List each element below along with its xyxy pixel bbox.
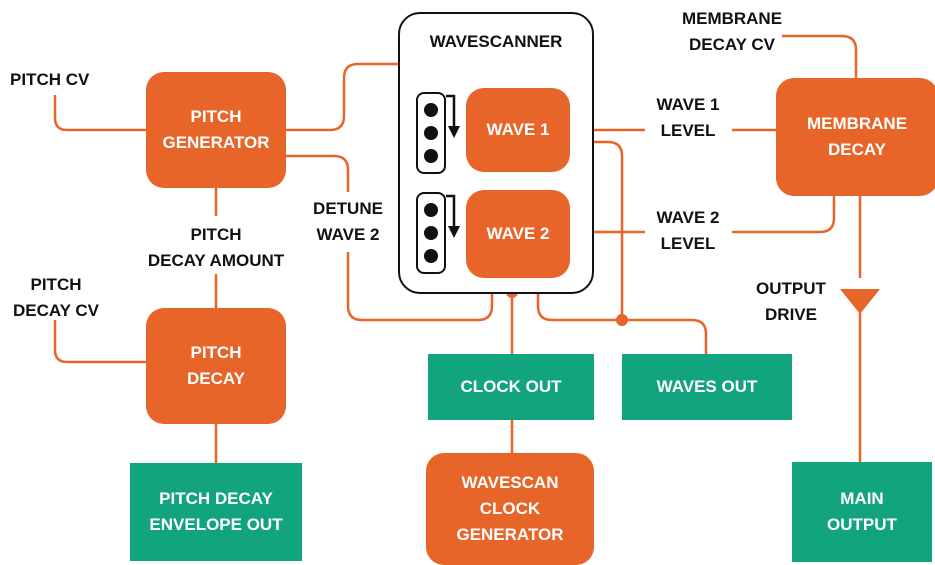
wavescan-clock-generator-node: WAVESCAN CLOCK GENERATOR [426, 453, 594, 565]
pitch-cv-label: PITCH CV [10, 70, 90, 89]
membrane-decay-node: MEMBRANE DECAY [776, 78, 935, 196]
wire-detune-wave2-lower [346, 252, 494, 322]
triangle-wave-icon [424, 126, 438, 140]
pitch-decay-amount-label: PITCH DECAY AMOUNT [147, 225, 285, 270]
pitch-generator-node: PITCH GENERATOR [146, 72, 286, 188]
wire-detune-wave2 [286, 154, 350, 192]
wire-pitch-cv [53, 95, 148, 132]
wire-pitch-decay-cv [53, 320, 148, 364]
pitch-decay-envelope-out-node: PITCH DECAY ENVELOPE OUT [130, 463, 302, 561]
wave-2-level-label: WAVE 2 LEVEL [656, 208, 720, 253]
sine-wave-icon [424, 103, 438, 117]
scan-arrow-icon [446, 94, 460, 138]
wave1-node: WAVE 1 [466, 88, 570, 172]
square-wave-icon [424, 149, 438, 163]
wire-membrane-cv [782, 34, 858, 78]
wave-1-level-label: WAVE 1 LEVEL [656, 95, 720, 140]
output-drive-triangle-icon [840, 289, 880, 314]
main-output-node: MAIN OUTPUT [792, 462, 932, 562]
junction-dot-waves [616, 314, 628, 326]
wave1-waveform-selector [416, 92, 446, 174]
clock-out-node: CLOCK OUT [428, 354, 594, 420]
scan-arrow-icon [446, 194, 460, 238]
output-drive-label: OUTPUT DRIVE [756, 279, 826, 324]
wire-wave2-level-right [732, 194, 836, 234]
square-wave-icon [424, 249, 438, 263]
wire-wave1-to-waves-out [570, 140, 624, 320]
membrane-decay-cv-label: MEMBRANE DECAY CV [681, 9, 783, 54]
pitch-decay-cv-label: PITCH DECAY CV [13, 275, 99, 320]
triangle-wave-icon [424, 226, 438, 240]
sine-wave-icon [424, 203, 438, 217]
waves-out-node: WAVES OUT [622, 354, 792, 420]
detune-wave-2-label: DETUNE WAVE 2 [313, 199, 383, 244]
pitch-decay-node: PITCH DECAY [146, 308, 286, 424]
wave2-node: WAVE 2 [466, 190, 570, 278]
wave2-waveform-selector [416, 192, 446, 274]
wavescanner-title: WAVESCANNER [429, 32, 563, 51]
